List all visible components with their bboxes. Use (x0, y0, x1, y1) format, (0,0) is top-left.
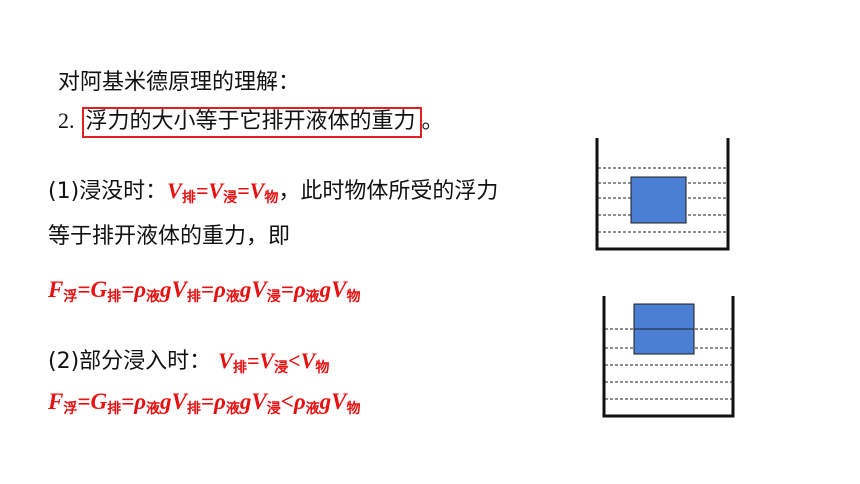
highlighted-statement: 浮力的大小等于它排开液体的重力 (81, 107, 422, 138)
equation-1: F浮=G排=ρ液gV排=ρ液gV浸=ρ液gV物 (48, 277, 361, 305)
beaker-walls-2 (602, 296, 735, 418)
case2-formula: V排=V浸<V物 (218, 348, 330, 376)
case1-label: (1)浸没时： (48, 179, 168, 204)
case1-line2: 等于排开液体的重力，即 (48, 224, 291, 249)
end-mark: 。 (421, 109, 444, 134)
case2-line: (2)部分浸入时： V排=V浸<V物 (48, 343, 329, 377)
point-2: 2. 浮力的大小等于它排开液体的重力。 (58, 103, 444, 138)
beaker-submerged-diagram (595, 138, 730, 251)
case2-label: (2)部分浸入时： (48, 349, 212, 374)
water-level-lines (598, 167, 727, 233)
equation-2: F浮=G排=ρ液gV排=ρ液gV浸<ρ液gV物 (48, 389, 361, 417)
case1-formula: V排=V浸=V物 (167, 178, 279, 206)
case1-text: ，此时物体所受的浮力 (278, 179, 499, 204)
beaker-walls (595, 138, 730, 251)
water-level-lines-2 (605, 328, 732, 400)
point-number: 2. (58, 108, 75, 133)
beaker-partial-diagram (602, 296, 735, 418)
page-heading: 对阿基米德原理的理解： (58, 70, 301, 95)
submerged-block (630, 176, 687, 224)
case1-line1: (1)浸没时：V排=V浸=V物，此时物体所受的浮力 (48, 173, 498, 207)
